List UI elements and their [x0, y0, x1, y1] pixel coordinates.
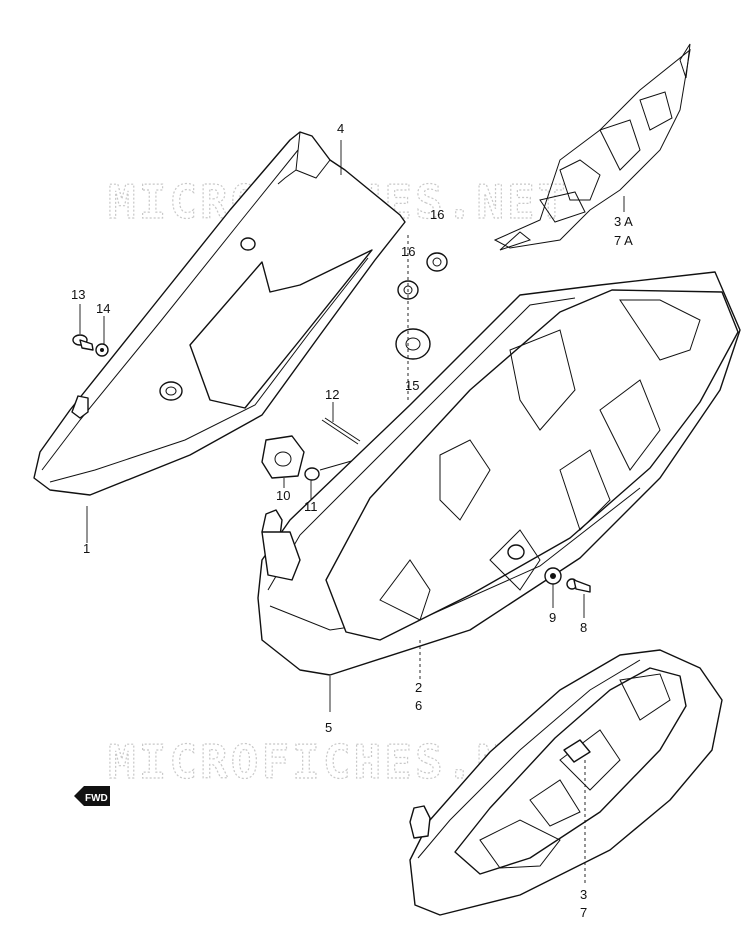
callout-1: 1: [83, 541, 90, 556]
callout-labels: 1 2 6 3 7 3 A 7 A 4 5 8 9 10 11 12 13 14…: [71, 121, 633, 920]
callout-13: 13: [71, 287, 85, 302]
callout-10: 10: [276, 488, 290, 503]
callout-16-lower: 16: [401, 244, 415, 259]
washer-14: [95, 343, 109, 357]
callout-5: 5: [325, 720, 332, 735]
emblem-3a-7a: [493, 43, 691, 251]
callout-7a: 7 A: [614, 233, 633, 248]
nut-11: [304, 467, 320, 481]
callout-9: 9: [549, 610, 556, 625]
callout-2: 2: [415, 680, 422, 695]
callout-4: 4: [337, 121, 344, 136]
callout-11: 11: [304, 499, 318, 514]
callout-8: 8: [580, 620, 587, 635]
washer-9: [544, 567, 562, 585]
callout-6: 6: [415, 698, 422, 713]
callout-14: 14: [96, 301, 110, 316]
leader-lines: [79, 140, 625, 885]
frame-cover-left: [33, 131, 406, 496]
callout-15: 15: [405, 378, 419, 393]
callout-7: 7: [580, 905, 587, 920]
screw-8: [566, 578, 591, 593]
bolt-13: [72, 334, 94, 351]
fwd-arrow-badge: FWD: [74, 786, 110, 806]
side-cover-lower: [409, 649, 723, 916]
callout-3a: 3 A: [614, 214, 633, 229]
clip-10: [261, 435, 305, 479]
pin-12: [321, 417, 361, 445]
grommet-15: [395, 328, 431, 360]
callout-16-upper: 16: [430, 207, 444, 222]
callout-12: 12: [325, 387, 339, 402]
callout-3: 3: [580, 887, 587, 902]
frame-cover-right-large: [257, 271, 741, 676]
fwd-label: FWD: [85, 793, 108, 804]
grommet-16-upper: [426, 252, 448, 272]
